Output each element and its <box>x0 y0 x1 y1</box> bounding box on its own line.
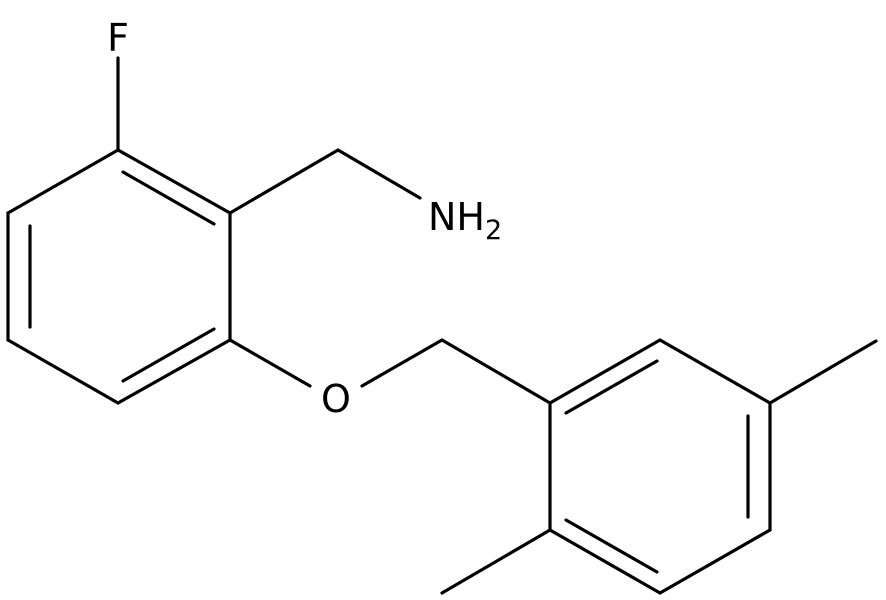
bond-b5-b6 <box>548 528 662 595</box>
atom-fluorine: F <box>107 16 129 60</box>
bond-b4-b5 <box>658 528 772 595</box>
double-bond-b1-b2 <box>564 359 659 415</box>
bond-a1-a2 <box>116 148 232 215</box>
atom-oxygen: O <box>321 377 351 421</box>
bond-o-ch2 <box>360 338 444 388</box>
double-bond-a3-a4 <box>121 327 216 383</box>
ring-a <box>6 148 232 405</box>
bond-a4-a5 <box>6 338 120 405</box>
bond-ch2-ring-b <box>440 338 552 405</box>
double-bond-a1-a2 <box>121 170 216 226</box>
bond-b2-b3 <box>658 338 772 405</box>
bond-ring-ch2 <box>228 148 340 215</box>
bond-a6-a1 <box>6 148 120 215</box>
bond-ring-o <box>228 338 312 388</box>
bond-ch2-n <box>336 148 422 200</box>
ring-b <box>548 338 772 595</box>
amine-nh-label: NH <box>428 195 485 239</box>
bond-methyl-upper <box>768 339 878 405</box>
atom-amine: NH2 <box>428 195 502 246</box>
double-bond-b5-b6 <box>564 518 659 574</box>
bond-b1-b2 <box>548 338 662 405</box>
amine-subscript: 2 <box>485 215 502 246</box>
bond-a3-a4 <box>116 338 232 405</box>
bond-methyl-lower <box>440 528 552 595</box>
